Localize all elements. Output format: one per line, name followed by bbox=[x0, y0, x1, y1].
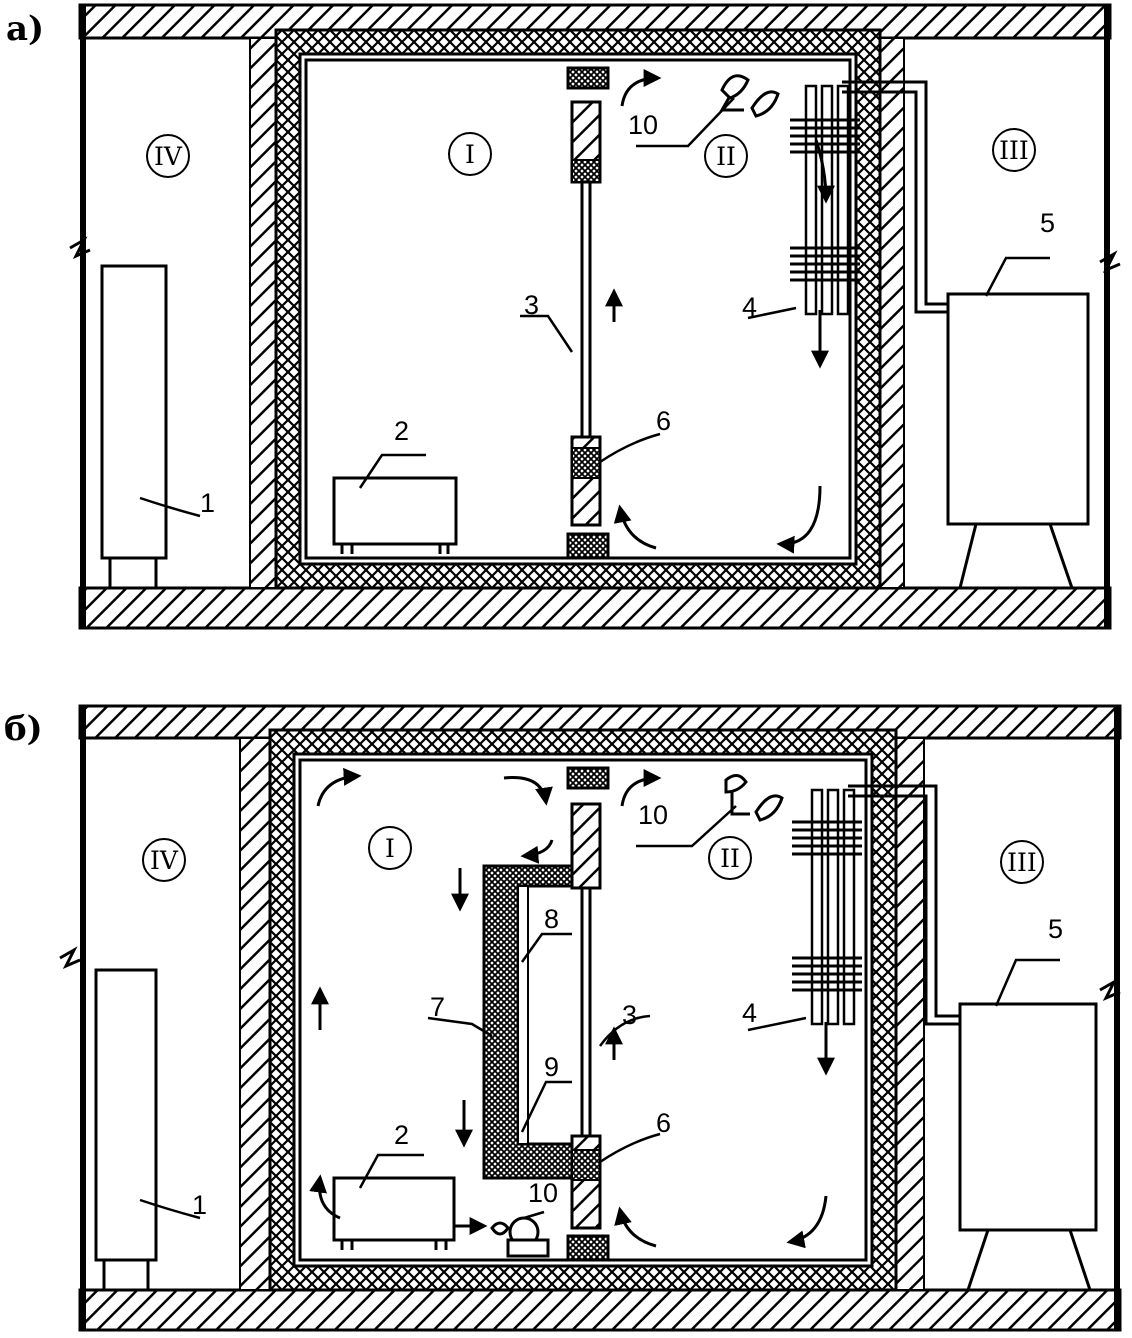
callout-6: 6 bbox=[656, 1108, 672, 1138]
callout-10-top: 10 bbox=[638, 800, 669, 830]
zone-iv-label: IV bbox=[142, 838, 186, 882]
airflow-arrows bbox=[605, 69, 835, 554]
panel-b-label: б) bbox=[4, 709, 43, 749]
fan-10-top bbox=[724, 774, 784, 822]
callout-10: 10 bbox=[628, 110, 659, 140]
refrigerant-pipe bbox=[848, 784, 962, 1018]
zone-iv-label: IV bbox=[146, 134, 190, 178]
panel-a bbox=[69, 3, 1121, 630]
airflow-arrows bbox=[309, 767, 835, 1249]
callout-2: 2 bbox=[394, 416, 410, 446]
equipment-1 bbox=[100, 264, 168, 590]
callout-3: 3 bbox=[524, 290, 540, 320]
callout-4: 4 bbox=[742, 998, 758, 1028]
zone-i-label: I bbox=[368, 826, 412, 870]
insulation-layer bbox=[268, 728, 898, 1292]
zone-ii-label: II bbox=[708, 836, 752, 880]
callout-6: 6 bbox=[656, 406, 672, 436]
equipment-2 bbox=[332, 476, 458, 554]
callout-2: 2 bbox=[394, 1120, 410, 1150]
callout-5: 5 bbox=[1048, 914, 1064, 944]
zone-iii-label: III bbox=[992, 128, 1036, 172]
evaporator-4 bbox=[792, 788, 862, 1026]
callout-8: 8 bbox=[544, 904, 560, 934]
callout-3: 3 bbox=[622, 1000, 638, 1030]
callout-9: 9 bbox=[544, 1052, 560, 1082]
zone-iii-label: III bbox=[1000, 840, 1044, 884]
refrigeration-unit-5 bbox=[946, 292, 1090, 589]
panel-a-label: а) bbox=[6, 9, 45, 49]
zone-i-label: I bbox=[448, 132, 492, 176]
partition-3 bbox=[566, 766, 610, 1262]
insulation-layer bbox=[274, 28, 882, 590]
partition-3 bbox=[566, 66, 610, 560]
refrigerant-pipe bbox=[842, 80, 952, 306]
panel-b bbox=[59, 704, 1122, 1332]
zone-ii-label: II bbox=[704, 134, 748, 178]
fan-10-bottom bbox=[490, 1216, 550, 1258]
callout-10-bottom: 10 bbox=[528, 1178, 559, 1208]
callout-1: 1 bbox=[200, 488, 216, 518]
equipment-1 bbox=[94, 968, 158, 1292]
callout-5: 5 bbox=[1040, 208, 1056, 238]
callout-4: 4 bbox=[742, 292, 758, 322]
refrigeration-unit-5 bbox=[958, 1002, 1098, 1291]
equipment-2 bbox=[332, 1176, 456, 1250]
callout-7: 7 bbox=[430, 992, 446, 1022]
callout-1: 1 bbox=[192, 1190, 208, 1220]
